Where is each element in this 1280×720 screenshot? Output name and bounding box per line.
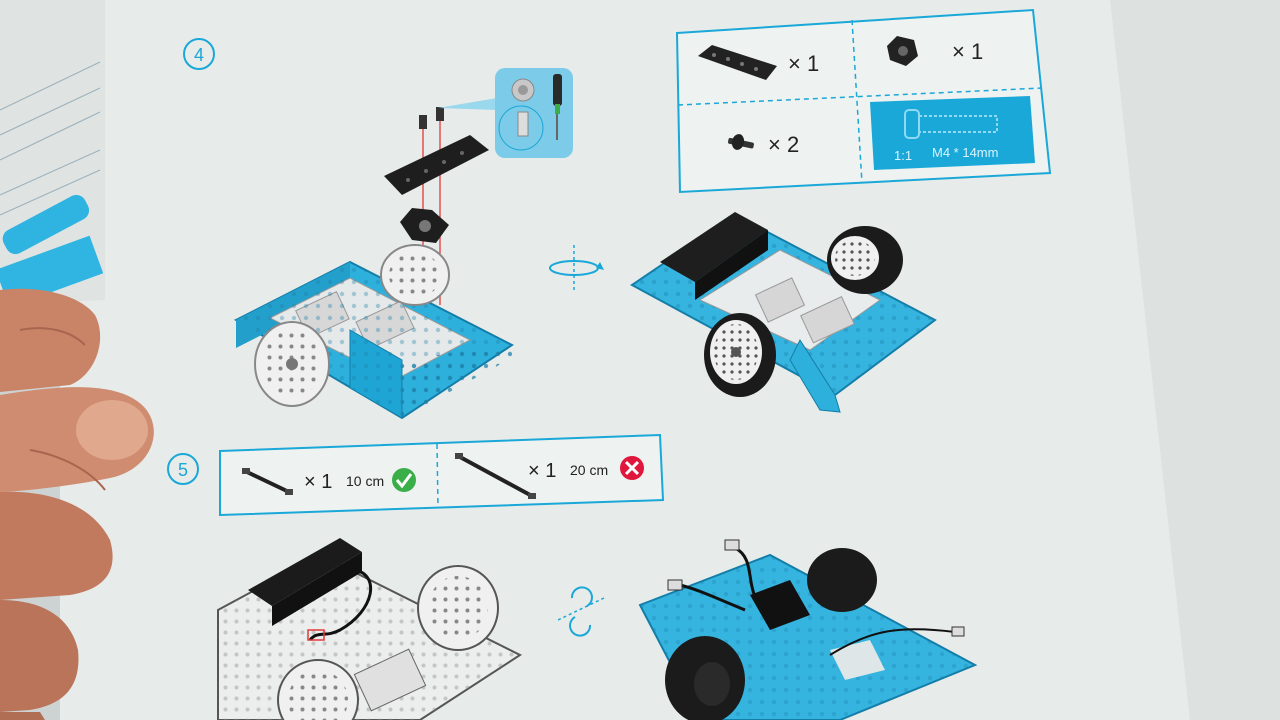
cable-20cm-length: 20 cm <box>570 462 608 478</box>
step-4-parts-box: × 1 × 1 × 2 1:1 M4 * 14mm <box>677 10 1050 192</box>
cable-10cm-length: 10 cm <box>346 473 384 489</box>
screw-scale-ratio: 1:1 <box>894 148 912 163</box>
step-5-number: 5 <box>178 460 188 480</box>
plate-quantity: × 1 <box>788 51 819 76</box>
nut-quantity: × 1 <box>952 39 983 64</box>
step-4-number: 4 <box>194 45 204 65</box>
cable-20cm-quantity: × 1 <box>528 460 556 482</box>
screw-icon <box>419 115 427 129</box>
cable-10cm-quantity: × 1 <box>304 471 332 493</box>
screw-icon <box>436 107 444 121</box>
cross-icon <box>620 456 644 480</box>
wheel-icon <box>807 548 877 612</box>
screwdriver-icon <box>553 74 562 106</box>
screw-spec-label: M4 * 14mm <box>932 145 998 160</box>
check-icon <box>392 468 416 492</box>
screw-quantity: × 2 <box>768 132 799 157</box>
thumb-nail <box>76 400 148 460</box>
